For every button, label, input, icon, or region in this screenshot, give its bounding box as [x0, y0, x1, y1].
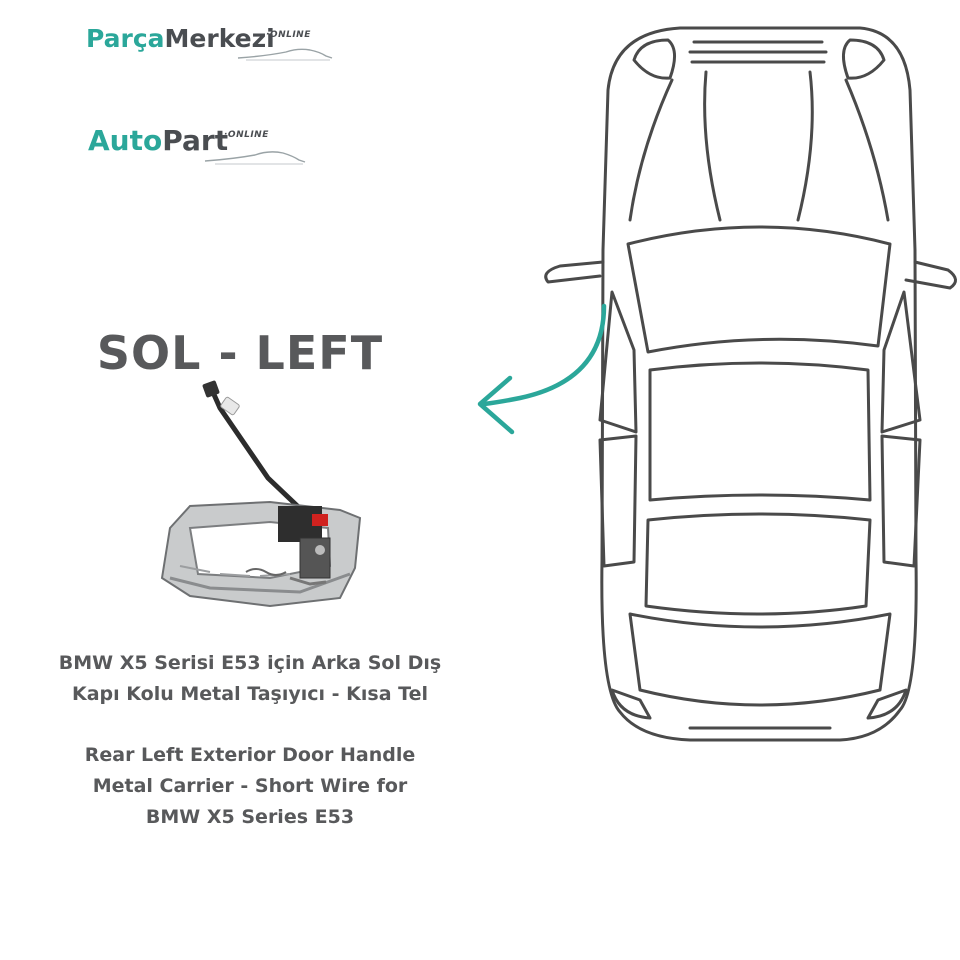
autopart-logo: AutoPart ·ONLINE — [88, 124, 306, 165]
logo-word-1: Auto — [88, 124, 163, 157]
description-line: BMW X5 Series E53 — [145, 806, 355, 828]
door-handle-carrier-image — [160, 380, 362, 608]
logo-word-2: Part — [162, 124, 229, 157]
logo-car-swoosh-icon — [204, 151, 306, 165]
description-english: Rear Left Exterior Door Handle Metal Car… — [0, 740, 500, 833]
logo-suffix: ·ONLINE — [224, 130, 269, 140]
car-top-view-icon — [544, 26, 957, 742]
logo-suffix: ·ONLINE — [266, 30, 311, 40]
logo-word-2: Merkezi — [164, 24, 275, 53]
car-top-view-diagram — [477, 26, 957, 742]
description-line: Kapı Kolu Metal Taşıyıcı - Kısa Tel — [72, 683, 428, 705]
description-turkish: BMW X5 Serisi E53 için Arka Sol Dış Kapı… — [0, 648, 500, 710]
description-line: BMW X5 Serisi E53 için Arka Sol Dış — [58, 652, 442, 674]
parcamerkezi-logo: ParçaMerkezi ·ONLINE — [86, 24, 333, 61]
logo-word-1: Parça — [86, 24, 165, 53]
description-line: Rear Left Exterior Door Handle — [84, 744, 416, 766]
description-line: Metal Carrier - Short Wire for — [92, 775, 408, 797]
side-label: SOL - LEFT — [96, 326, 384, 380]
curved-arrow-icon — [477, 303, 607, 435]
logo-car-swoosh-icon — [237, 48, 333, 61]
